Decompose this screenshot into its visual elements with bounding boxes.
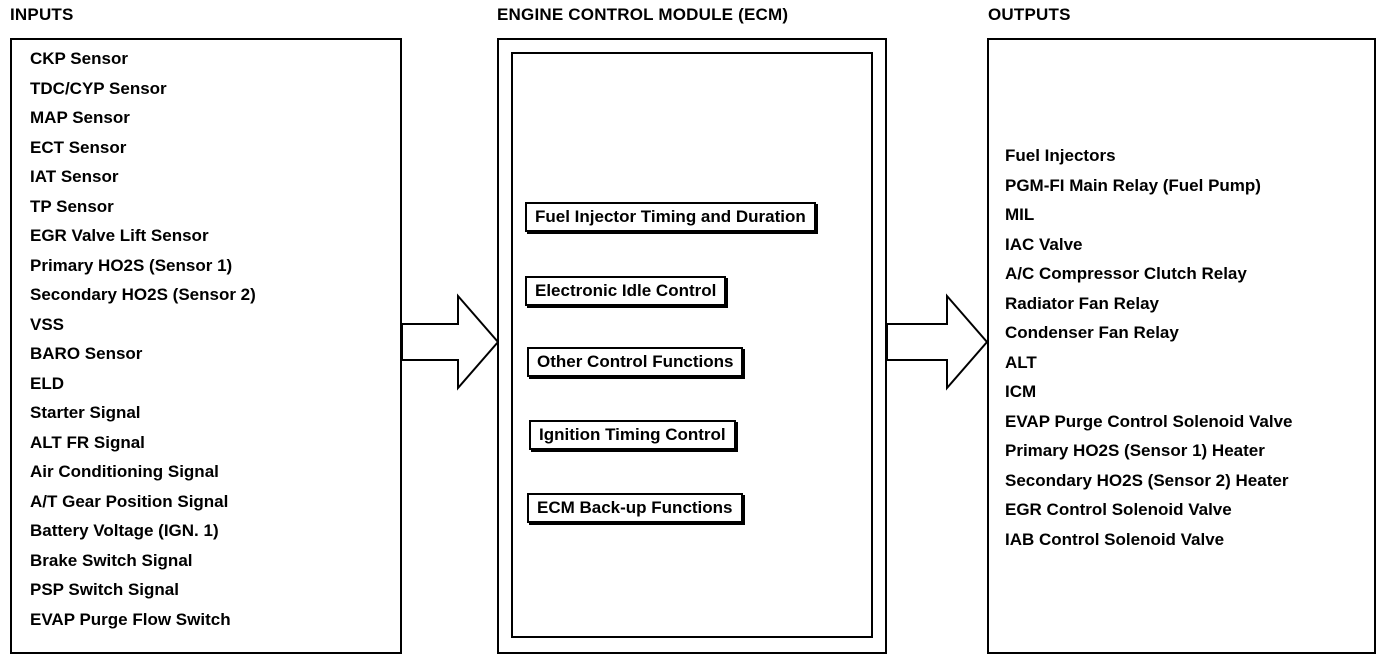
outputs-list: Fuel Injectors PGM-FI Main Relay (Fuel P… xyxy=(1005,141,1293,554)
input-item: CKP Sensor xyxy=(30,49,128,68)
output-item: EGR Control Solenoid Valve xyxy=(1005,500,1232,519)
inputs-title: INPUTS xyxy=(10,5,74,24)
input-item: ELD xyxy=(30,373,64,393)
input-item: BARO Sensor xyxy=(30,344,143,363)
input-item: VSS xyxy=(30,314,65,334)
output-item: MIL xyxy=(1005,205,1035,224)
input-item: PSP Switch Signal xyxy=(30,580,179,599)
input-item: Starter Signal xyxy=(30,403,141,422)
inputs-list: CKP Sensor TDC/CYP Sensor MAP Sensor ECT… xyxy=(30,44,256,634)
output-item: Fuel Injectors xyxy=(1005,146,1116,165)
ecm-title: ENGINE CONTROL MODULE (ECM) xyxy=(497,5,789,24)
input-item: ECT Sensor xyxy=(30,137,127,157)
inputs-to-ecm-arrow-icon xyxy=(401,293,500,391)
output-item: Condenser Fan Relay xyxy=(1005,323,1179,342)
ecm-to-outputs-arrow-icon xyxy=(886,293,989,391)
input-item: IAT Sensor xyxy=(30,167,119,186)
output-item: PGM-FI Main Relay (Fuel Pump) xyxy=(1005,175,1261,195)
output-item: ICM xyxy=(1005,382,1037,401)
ecm-function-other-control: Other Control Functions xyxy=(527,347,744,377)
output-item: Secondary HO2S (Sensor 2) Heater xyxy=(1005,470,1289,490)
outputs-title: OUTPUTS xyxy=(988,5,1071,24)
input-item: Air Conditioning Signal xyxy=(30,462,219,481)
input-item: Primary HO2S (Sensor 1) xyxy=(30,255,233,275)
ecm-function-fuel-injector: Fuel Injector Timing and Duration xyxy=(525,202,816,232)
ecm-inner-box xyxy=(511,52,873,638)
input-item: EVAP Purge Flow Switch xyxy=(30,609,231,629)
input-item: Secondary HO2S (Sensor 2) xyxy=(30,285,256,304)
ecm-function-backup: ECM Back-up Functions xyxy=(527,493,743,523)
output-item: EVAP Purge Control Solenoid Valve xyxy=(1005,411,1293,431)
input-item: Brake Switch Signal xyxy=(30,550,193,570)
input-item: EGR Valve Lift Sensor xyxy=(30,226,209,245)
input-item: Battery Voltage (IGN. 1) xyxy=(30,521,219,540)
ecm-function-idle-control: Electronic Idle Control xyxy=(525,276,727,306)
output-item: Primary HO2S (Sensor 1) Heater xyxy=(1005,441,1265,460)
output-item: IAC Valve xyxy=(1005,234,1083,254)
outputs-box xyxy=(987,38,1376,654)
input-item: ALT FR Signal xyxy=(30,432,145,452)
output-item: Radiator Fan Relay xyxy=(1005,293,1159,313)
output-item: IAB Control Solenoid Valve xyxy=(1005,529,1225,549)
input-item: MAP Sensor xyxy=(30,108,130,127)
input-item: TDC/CYP Sensor xyxy=(30,78,167,98)
inputs-box xyxy=(10,38,402,654)
input-item: A/T Gear Position Signal xyxy=(30,491,229,511)
input-item: TP Sensor xyxy=(30,196,114,216)
output-item: ALT xyxy=(1005,352,1037,372)
output-item: A/C Compressor Clutch Relay xyxy=(1005,264,1247,283)
ecm-function-ignition-timing: Ignition Timing Control xyxy=(529,420,736,450)
